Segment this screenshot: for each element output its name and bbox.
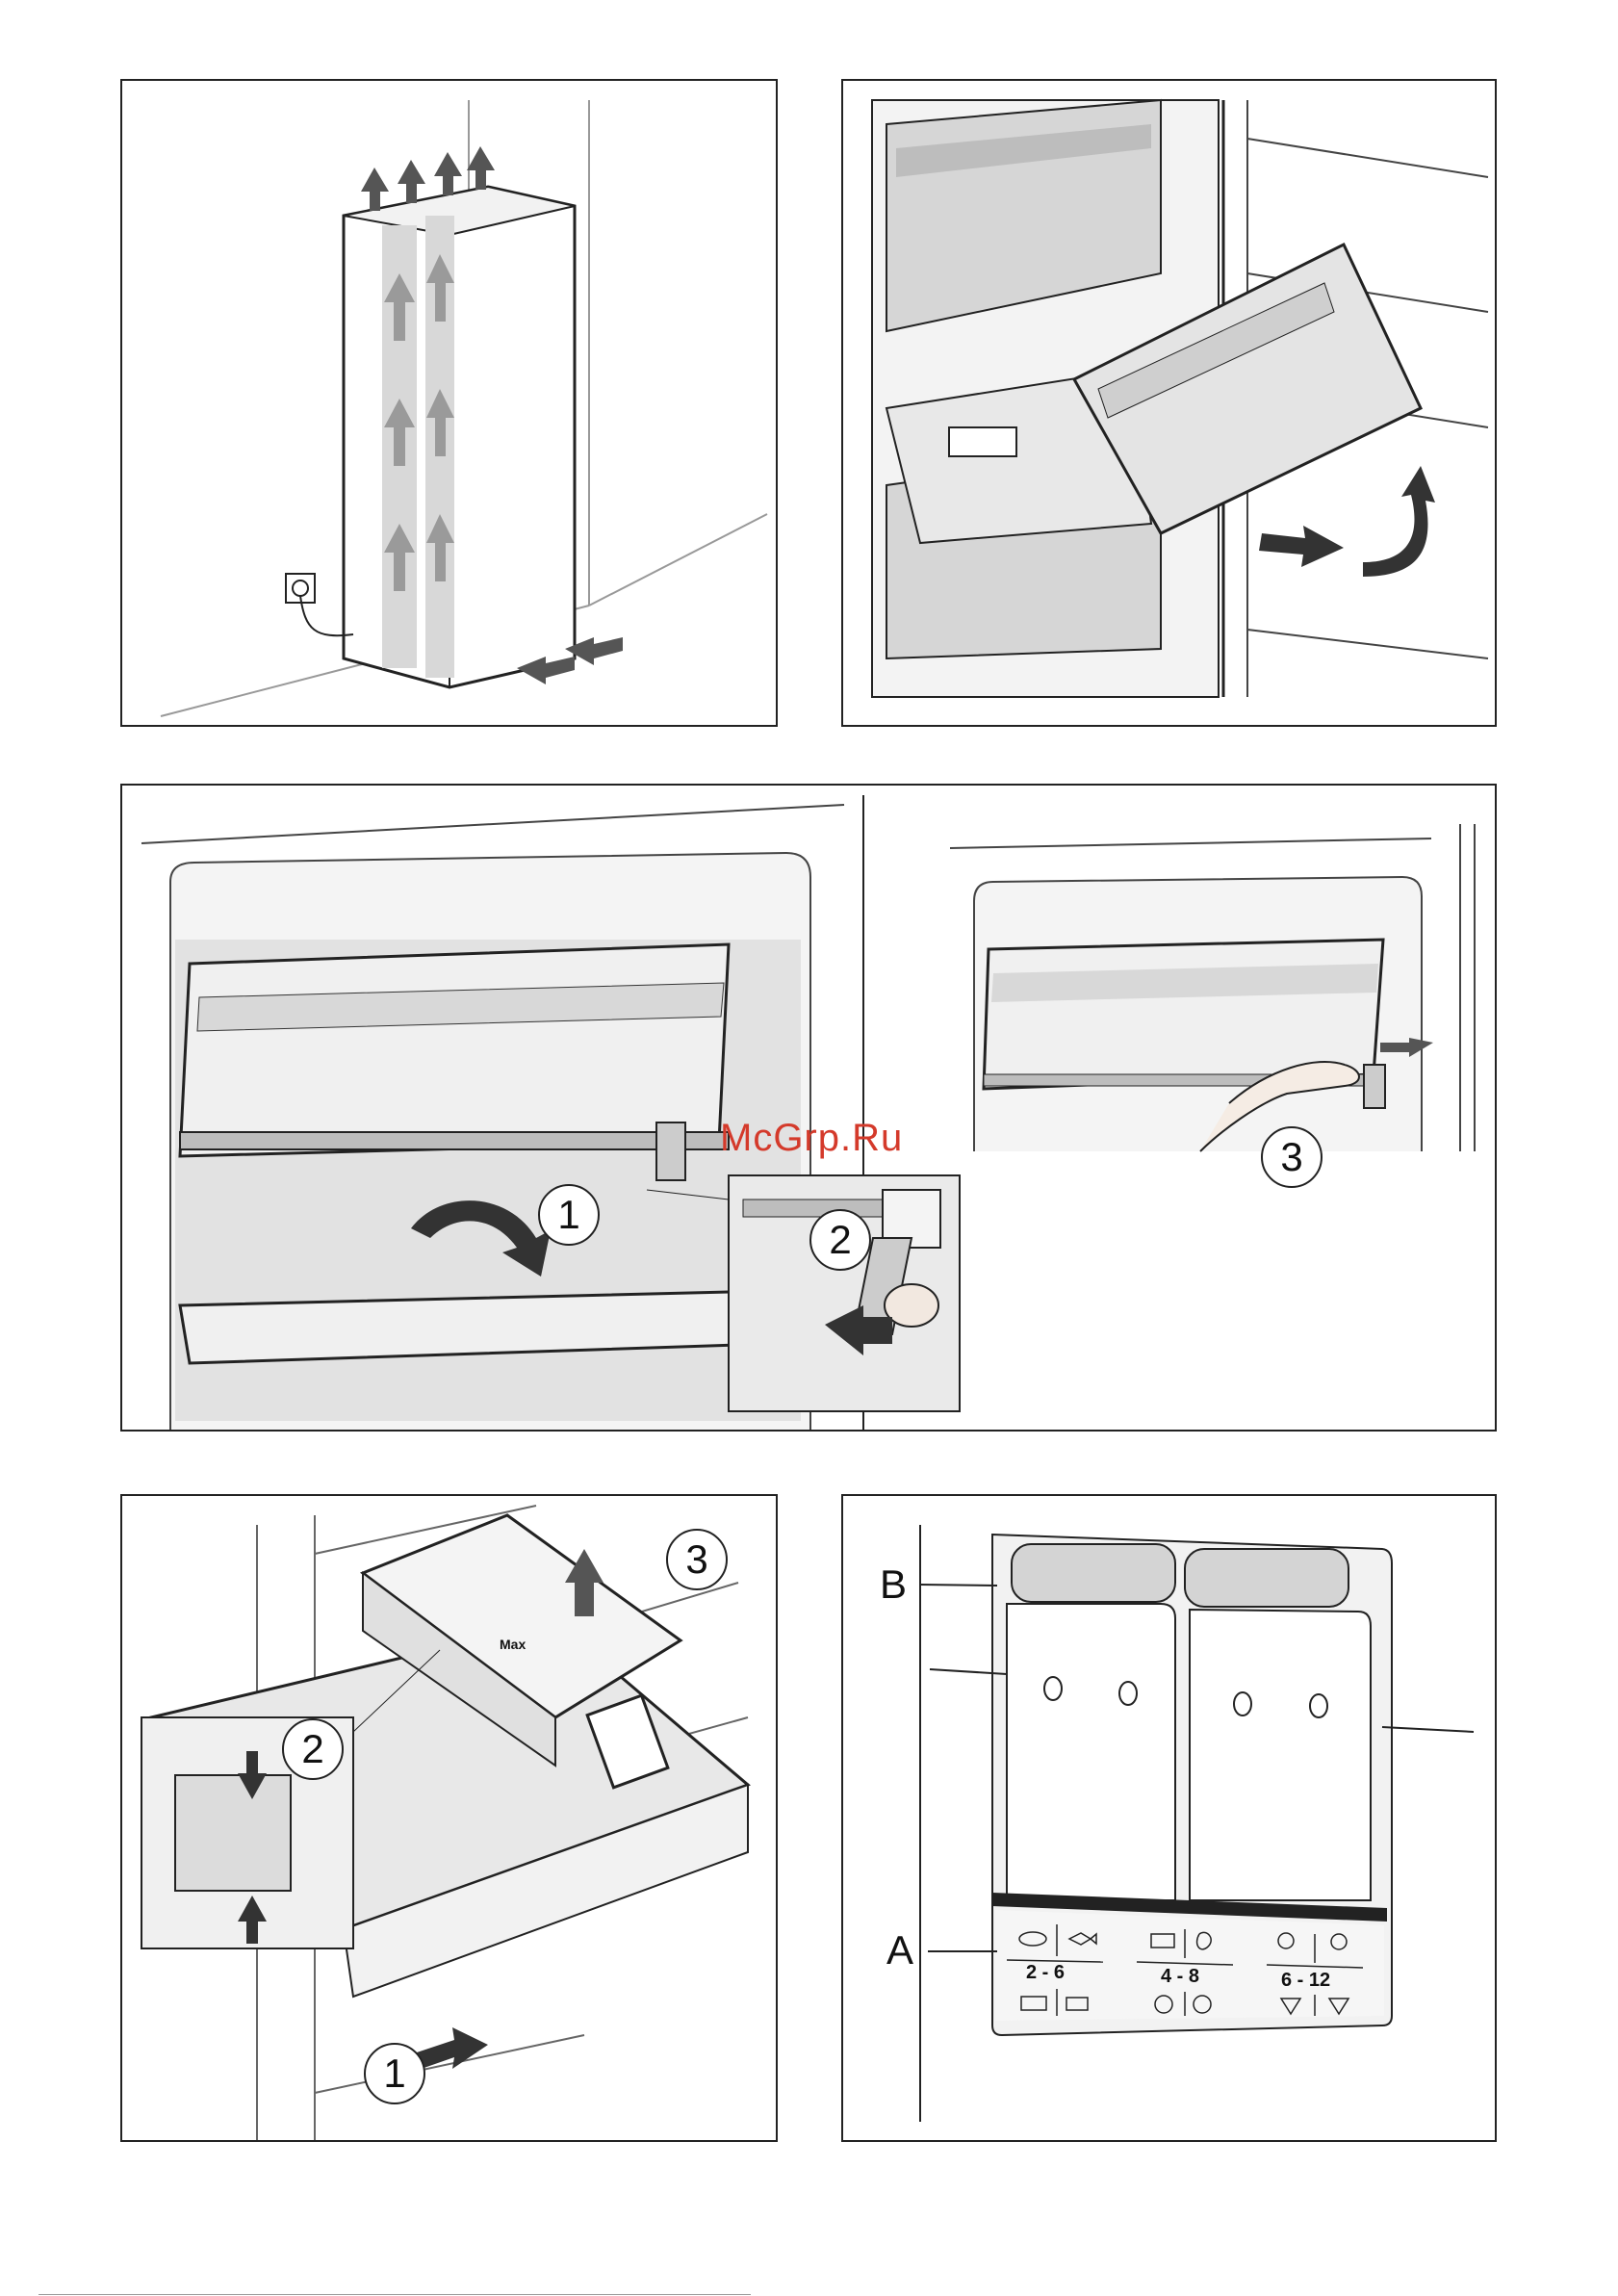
storage-guide-illustration xyxy=(843,1496,1497,2142)
label-a: A xyxy=(886,1927,913,1974)
hinge-right xyxy=(1364,1065,1385,1108)
step-1-badge: 1 xyxy=(364,2043,425,2104)
compartment-removal-illustration xyxy=(122,1496,778,2142)
range-2-6: 2 - 6 xyxy=(1026,1962,1065,1984)
step-2-badge: 2 xyxy=(282,1718,344,1780)
drawer-removal-illustration xyxy=(843,81,1497,727)
step-2-badge: 2 xyxy=(809,1209,871,1271)
card-right xyxy=(1190,1610,1371,1900)
lift-arrow xyxy=(1363,466,1435,577)
compartment-removal-panel: Max 1 2 3 xyxy=(120,1494,778,2142)
step-3-badge: 3 xyxy=(1261,1126,1323,1188)
finger xyxy=(885,1284,938,1327)
ventilation-panel xyxy=(120,79,778,727)
watermark-text: McGrp.Ru xyxy=(720,1117,903,1160)
footer-rule xyxy=(39,2294,751,2295)
flap-removal-panel: 1 2 3 xyxy=(120,784,1497,1432)
pull-arrow xyxy=(1259,526,1344,567)
appliance-body xyxy=(344,187,575,687)
drawer-handle xyxy=(949,427,1016,456)
range-4-8: 4 - 8 xyxy=(1161,1966,1199,1988)
upper-flap xyxy=(180,944,729,1156)
card-left xyxy=(1007,1604,1175,1900)
step-1-badge: 1 xyxy=(538,1184,600,1246)
ventilation-illustration xyxy=(122,81,778,727)
hinge-left xyxy=(656,1122,685,1180)
drawer-removal-panel xyxy=(841,79,1497,727)
step-3-badge: 3 xyxy=(666,1529,728,1590)
range-6-12: 6 - 12 xyxy=(1281,1970,1330,1992)
max-label: Max xyxy=(500,1637,526,1652)
flap-removal-illustration xyxy=(122,786,1497,1432)
label-b: B xyxy=(880,1561,907,1608)
storage-guide-panel: B A 2 - 6 4 - 8 6 - 12 xyxy=(841,1494,1497,2142)
